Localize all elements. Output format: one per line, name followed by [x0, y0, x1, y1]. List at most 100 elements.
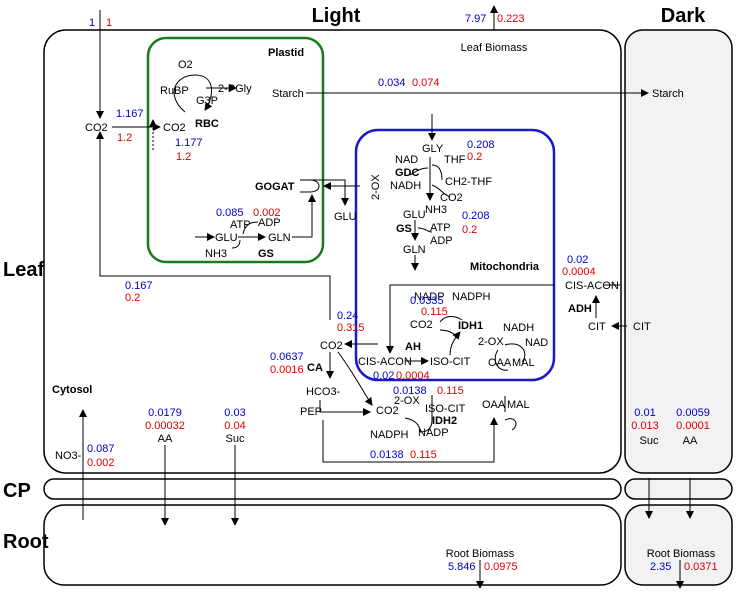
flux-rbc-out-red: 1.2: [176, 151, 191, 163]
flux-arrows: [79, 5, 694, 589]
gln-plastid-label: GLN: [268, 232, 291, 244]
nh3-mito-label: NH3: [425, 204, 447, 216]
two-ox-cyt-label: 2-OX: [394, 395, 420, 407]
aa-light-label: AA: [158, 433, 173, 445]
nadh-mal-label: NADH: [503, 322, 534, 334]
flux-aa-dark-blue: 0.0059: [676, 407, 710, 419]
flux-idh1-red: 0.115: [421, 306, 448, 318]
flux-cyt-co2-blue: 0.167: [125, 280, 153, 292]
flux-aa-light-red: 0.00032: [145, 420, 185, 432]
hco3-label: HCO3-: [306, 386, 341, 398]
co2-idh1-label: CO2: [410, 319, 433, 331]
flux-leaf-biomass-blue: 7.97: [465, 13, 486, 25]
enzyme-labels: RBC GOGAT GS GDC GS IDH1 AH IDH2 CA ADH: [195, 118, 592, 427]
rbc-label: RBC: [195, 118, 219, 130]
adh-label: ADH: [568, 303, 592, 315]
flux-suc-light-red: 0.04: [224, 420, 245, 432]
no3-label: NO3-: [55, 450, 82, 462]
leaf-label: Leaf: [3, 259, 44, 281]
dark-label: Dark: [661, 5, 706, 27]
root-dark-box: [624, 504, 733, 586]
flux-idh2-top-blue: 0.0138: [393, 385, 427, 397]
flux-no3-red: 0.002: [87, 457, 115, 469]
flux-adh-red: 0.0004: [562, 266, 596, 278]
flux-adh-blue: 0.02: [567, 254, 588, 266]
flux-starch-red: 0.074: [412, 77, 440, 89]
flux-starch-blue: 0.034: [378, 77, 406, 89]
flux-root-dark-blue: 2.35: [650, 561, 671, 573]
co2-cytosol-label: CO2: [85, 122, 108, 134]
o2-label: O2: [178, 59, 193, 71]
flux-gdc-blue: 0.208: [467, 139, 495, 151]
leaf-biomass-label: Leaf Biomass: [461, 42, 528, 54]
gogat-label: GOGAT: [255, 181, 295, 193]
flux-idh2-top-red: 0.115: [437, 385, 464, 397]
nadp-idh1-label: NADP: [414, 291, 445, 303]
rubp-label: RuBP: [160, 85, 189, 97]
nh3-plastid-label: NH3: [205, 248, 227, 260]
cp-light-box: [43, 478, 622, 500]
nadph-idh1-label: NADPH: [452, 291, 491, 303]
flux-cyt-co2-red: 0.2: [125, 292, 140, 304]
pgly-label: 2-PGly: [218, 83, 252, 95]
flux-suc-dark-red: 0.013: [631, 420, 659, 432]
two-ox-idh1-label: 2-OX: [478, 336, 504, 348]
flux-gs-mito-blue: 0.208: [462, 210, 490, 222]
cp-label: CP: [3, 480, 31, 502]
flux-gs-mito-red: 0.2: [462, 224, 477, 236]
aa-dark-label: AA: [683, 435, 698, 447]
gly-label: GLY: [422, 143, 444, 155]
atp-plastid-label: ATP: [230, 219, 251, 231]
flux-co2-to-cyt-red: 0.315: [337, 322, 365, 334]
ch2thf-label: CH2-THF: [445, 176, 492, 188]
co2-plastid-label: CO2: [163, 122, 186, 134]
flux-idh1-blue: 0.0335: [410, 295, 444, 307]
starch-plastid-label: Starch: [272, 88, 304, 100]
cis-acon-mito-label: CIS-ACON: [358, 356, 412, 368]
glu-out-label: GLU: [334, 211, 357, 223]
adp-plastid-label: ADP: [258, 217, 281, 229]
flux-gs-plastid-red: 0.002: [253, 207, 281, 219]
flux-ca-blue: 0.0637: [270, 351, 304, 363]
flux-suc-light-blue: 0.03: [224, 407, 245, 419]
starch-dark-label: Starch: [652, 88, 684, 100]
flux-rbc-in-red: 1.2: [117, 132, 132, 144]
gs-mito-label: GS: [396, 223, 412, 235]
metabolite-labels: Leaf Biomass Starch Starch CO2 CO2 O2 Ru…: [55, 42, 716, 560]
root-biomass-dark-label: Root Biomass: [647, 548, 716, 560]
nadh-gdc-label: NADH: [390, 180, 421, 192]
oaa-cyt-label: OAA: [482, 399, 506, 411]
gln-mito-label: GLN: [403, 244, 426, 256]
flux-values: 1 1 7.97 0.223 0.034 0.074 1.167 1.2 1.1…: [87, 13, 718, 573]
cis-acon-cyt-label: CIS-ACON: [565, 280, 619, 292]
leaf-dark-box: [624, 29, 733, 474]
flux-no3-blue: 0.087: [87, 443, 115, 455]
nad-gdc-label: NAD: [395, 154, 418, 166]
nadph-idh2-label: NADPH: [370, 429, 409, 441]
flux-root-dark-red: 0.0371: [684, 561, 718, 573]
ca-label: CA: [307, 362, 323, 374]
flux-root-light-blue: 5.846: [448, 561, 476, 573]
root-light-box: [43, 504, 622, 586]
gs-plastid-label: GS: [258, 248, 274, 260]
co2-gdc-label: CO2: [440, 192, 463, 204]
flux-rbc-out-blue: 1.177: [175, 137, 203, 149]
root-label: Root: [3, 531, 49, 553]
flux-co2-to-cyt-blue: 0.24: [337, 310, 358, 322]
idh2-label: IDH2: [432, 415, 457, 427]
co2-cyt2-label: CO2: [376, 405, 399, 417]
iso-cit-cyt-label: ISO-CIT: [425, 403, 466, 415]
leaf-light-box: [43, 29, 622, 474]
flux-gs-plastid-blue: 0.085: [216, 207, 244, 219]
cytosol-label: Cytosol: [52, 384, 92, 396]
flux-suc-dark-blue: 0.01: [634, 407, 655, 419]
plastid-box: [146, 36, 325, 264]
mal-cyt-label: MAL: [507, 399, 530, 411]
flux-gdc-red: 0.2: [467, 151, 482, 163]
suc-light-label: Suc: [226, 433, 245, 445]
glu-plastid-label: GLU: [215, 232, 238, 244]
idh1-label: IDH1: [458, 320, 483, 332]
mal-mito-label: MAL: [512, 357, 535, 369]
flux-ca-red: 0.0016: [270, 364, 304, 376]
